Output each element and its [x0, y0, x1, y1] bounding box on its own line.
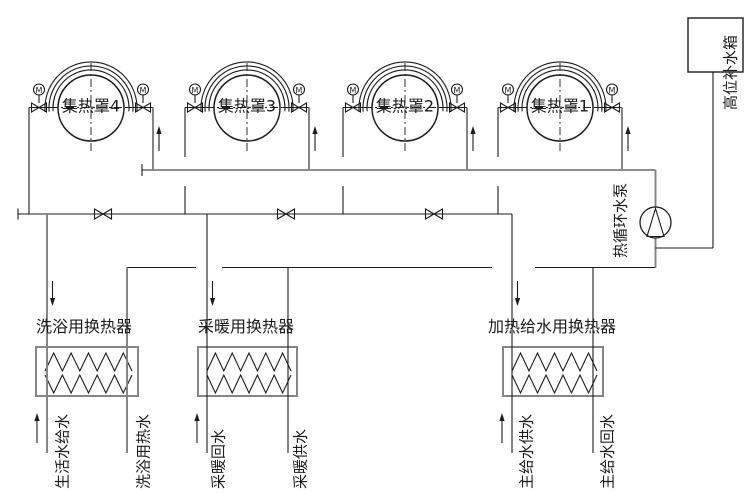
pump-impeller-icon: [646, 206, 665, 238]
motor-valve-letter: M: [505, 86, 512, 95]
flow-up-arrow-icon: [312, 126, 318, 134]
pipe-label: 采暖供水: [292, 429, 310, 489]
flow-down-arrow-icon: [49, 298, 56, 306]
pump-label: 热循环水泵: [612, 183, 630, 258]
pipe-label: 主给水回水: [599, 414, 617, 489]
collector-cover-arc: [200, 61, 294, 113]
tank-label: 高位补水箱: [722, 35, 740, 110]
flow-down-arrow-icon: [209, 298, 216, 306]
motor-valve: M: [603, 83, 621, 113]
collector-4: M M 集热罩4: [28, 61, 162, 214]
motor-valve-letter: M: [36, 86, 43, 95]
motor-valve: M: [448, 83, 466, 113]
collector-label: 集热罩3: [218, 97, 276, 116]
tank-body: [687, 17, 744, 73]
collector-label: 集热罩1: [531, 97, 589, 116]
header-valve-icon: [276, 208, 296, 220]
collector-2: M M 集热罩2: [342, 61, 476, 214]
exchanger-title: 采暖用换热器: [198, 317, 294, 336]
valve-icon: [499, 102, 517, 113]
circulation-pump: 热循环水泵: [612, 72, 714, 268]
pipe-label: 主给水供水: [518, 414, 536, 489]
exchanger-title: 加热给水用换热器: [488, 317, 616, 336]
coil-zigzag: [44, 351, 133, 373]
flow-up-arrow-icon: [194, 413, 200, 421]
collector-1: M M 集热罩1: [497, 61, 631, 214]
flow-up-arrow-icon: [499, 413, 505, 421]
flow-up-arrow-icon: [34, 413, 40, 421]
exchanger-shell: [197, 346, 298, 397]
collector-label: 集热罩4: [62, 97, 120, 116]
flow-up-arrow-icon: [470, 126, 476, 134]
pipe-label: 采暖回水: [210, 429, 228, 489]
coil-zigzag: [206, 373, 292, 395]
valve-icon: [134, 102, 152, 113]
motor-valve: M: [344, 83, 362, 113]
collector-label: 集热罩2: [376, 97, 434, 116]
flow-up-arrow-icon: [625, 126, 631, 134]
motor-valve-letter: M: [296, 86, 303, 95]
motor-valve-letter: M: [454, 86, 461, 95]
makeup-tank: 高位补水箱: [687, 17, 744, 110]
coil-zigzag: [44, 373, 133, 395]
coil-zigzag: [206, 351, 292, 373]
flow-up-arrow-icon: [156, 126, 162, 134]
valve-icon: [448, 102, 466, 113]
collector-cover-arc: [44, 61, 138, 113]
motor-valve: M: [30, 83, 48, 113]
motor-valve-letter: M: [140, 86, 147, 95]
exchanger-shell: [35, 346, 139, 397]
valve-icon: [186, 102, 204, 113]
motor-valve: M: [499, 83, 517, 113]
header-valve-icon: [424, 208, 444, 220]
motor-valve-letter: M: [192, 86, 199, 95]
exchanger-shell: [502, 346, 604, 397]
header-valve-icon: [93, 208, 113, 220]
collector-cover-arc: [513, 61, 607, 113]
flow-down-arrow-icon: [514, 298, 521, 306]
motor-valve-letter: M: [609, 86, 616, 95]
valve-icon: [344, 102, 362, 113]
collector-cover-arc: [358, 61, 452, 113]
pipe-label: 生活水给水: [54, 414, 72, 489]
motor-valve-letter: M: [350, 86, 357, 95]
coil-zigzag: [511, 373, 598, 395]
pipe-label: 洗浴用热水: [135, 414, 153, 489]
valve-icon: [30, 102, 48, 113]
motor-valve: M: [134, 83, 152, 113]
pump-icon: [639, 206, 672, 239]
motor-valve: M: [290, 83, 308, 113]
valve-icon: [603, 102, 621, 113]
valve-icon: [290, 102, 308, 113]
motor-valve: M: [186, 83, 204, 113]
coil-zigzag: [511, 351, 598, 373]
collector-3: M M 集热罩3: [184, 61, 318, 214]
exchanger-title: 洗浴用换热器: [36, 317, 132, 336]
